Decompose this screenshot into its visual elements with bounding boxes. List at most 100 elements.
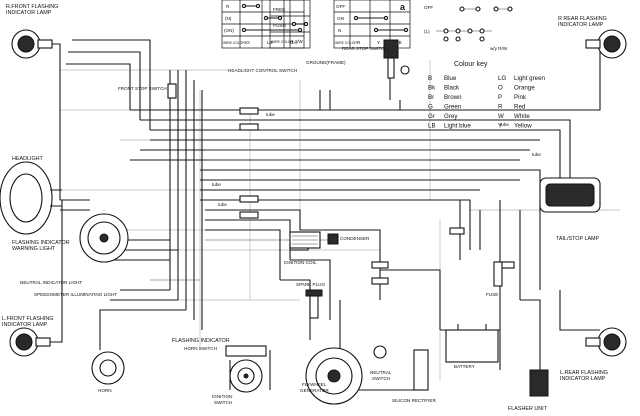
tube-label-5: tube [532, 152, 541, 157]
label-lf-flash-1: L.FRONT FLASHING [2, 316, 53, 322]
label-flashing-indicator: FLASHING INDICATOR [172, 338, 230, 344]
flywheel-generator: FLYWHEEL GENERATOR [300, 347, 363, 405]
colour-key-name: Orange [514, 85, 535, 92]
label-ignition-coil: IGNITION COIL [284, 260, 317, 265]
rear-stop-switch: REAR STOP SWITCH GROUND(FRAME) [306, 39, 410, 79]
rf-flash-lamp: R.FRONT FLASHING INDICATOR LAMP [6, 4, 58, 59]
label-ignition-switch-2: SWITCH [214, 400, 232, 405]
label-lf-flash-2: INDICATOR LAMP [2, 322, 48, 328]
colour-key-name: Light green [514, 75, 546, 82]
colour-key-name: Red [514, 104, 526, 111]
label-lr-flash-1: L.REAR FLASHING [560, 370, 608, 376]
colour-key-name: White [514, 113, 530, 120]
lf-flash-lamp: L.FRONT FLASHING INDICATOR LAMP [2, 316, 53, 357]
label-rf-flash-2: INDICATOR LAMP [6, 10, 52, 16]
sw3-col-0: R [357, 40, 361, 45]
lr-flash-lamp: L.REAR FLASHING INDICATOR LAMP [560, 327, 627, 382]
tube-label-1: tube [266, 112, 275, 117]
sw2-col: Lg/W [292, 39, 303, 44]
colour-key-code: R [498, 104, 503, 111]
label-flywheel-2: GENERATOR [300, 388, 329, 393]
battery: BATTERY [445, 324, 499, 369]
colour-key-name: Pink [514, 94, 527, 101]
colour-key-code: LB [428, 123, 436, 130]
sw3-col-1: Y [377, 40, 380, 45]
label-flash-warning-1: FLASHING INDICATOR [12, 240, 70, 246]
tube-label-4: tube [500, 122, 509, 127]
fuse: FUSE [486, 261, 503, 297]
colour-key-code: B [428, 75, 432, 82]
switch-table-lighting: OFF ON N WIRE COLOR R Y GB a [333, 0, 411, 49]
label-horn-switch: HORN SWITCH [184, 346, 217, 351]
colour-key-code: W [498, 113, 504, 120]
label-ignition-switch-1: IGNITION [212, 394, 232, 399]
ignition-switch: IGNITION SWITCH [212, 359, 263, 405]
sw3-wire-color: WIRE COLOR [335, 41, 357, 45]
colour-key-name: Green [444, 104, 462, 111]
switch-state-legend: OFF (1) w/y R/W [424, 5, 513, 51]
label-ground-frame: GROUND(FRAME) [306, 60, 346, 65]
ignition-coil: CONDENSER IGNITION COIL [284, 231, 370, 265]
sw2-row-1: PUSH [273, 23, 286, 28]
colour-key-name: Brown [444, 94, 462, 101]
flashing-indicator-switch: FLASHING INDICATOR HORN SWITCH [172, 338, 267, 357]
label-flash-warning-2: WARNING LIGHT [12, 246, 56, 252]
colour-key-code: Bk [428, 85, 436, 92]
sw1-col-0: IG [245, 40, 250, 45]
label-front-stop-switch: FRONT STOP SWITCH [118, 86, 167, 91]
label-rear-stop-switch: REAR STOP SWITCH [342, 46, 388, 51]
label-fuse: FUSE [486, 292, 498, 297]
label-rr-flash-1: R REAR FLASHING [558, 16, 607, 22]
sw3-row-2: N [338, 28, 341, 33]
label-neutral-indicator: NEUTRAL INDICATOR LIGHT [20, 280, 82, 285]
silicon-rectifier: SILICON RECTIFIER [392, 349, 437, 403]
tube-label-2: tube [212, 182, 221, 187]
label-condenser: CONDENSER [340, 236, 370, 241]
neutral-switch: NEUTRAL SWITCH [370, 345, 392, 381]
sw2-wire-color: WIRE COLOR [271, 40, 293, 44]
switch-table-horn: FREE PUSH WIRE COLOR Lg/W [269, 0, 311, 49]
horn: HORN [91, 351, 125, 393]
connector-blocks [239, 107, 515, 285]
legend-state-off: OFF [424, 5, 433, 10]
label-neutral-switch-1: NEUTRAL [370, 370, 392, 375]
rr-flash-lamp: R REAR FLASHING INDICATOR LAMP [558, 16, 627, 59]
wire-label-wy-rw: w/y R/W [490, 46, 508, 51]
colour-key-code: O [498, 85, 503, 92]
flasher-unit: FLASHER UNIT [508, 369, 549, 412]
label-spark-plug: SPARK PLUG [296, 282, 325, 287]
headlight: HEADLIGHT [0, 156, 62, 235]
colour-key-name: Yellow [514, 123, 532, 130]
tail-stop-lamp: TAIL/STOP LAMP [539, 177, 601, 242]
label-battery: BATTERY [454, 364, 475, 369]
sw1-row-3: WIRE COLOR [223, 41, 245, 45]
sw3-row-0: OFF [336, 4, 345, 9]
legend-state-1: (1) [424, 29, 430, 34]
spark-plug: SPARK PLUG [296, 282, 325, 319]
label-flywheel-1: FLYWHEEL [302, 382, 327, 387]
tube-label-3: tube [218, 202, 227, 207]
colour-key-name: Black [444, 85, 460, 92]
label-silicon-rectifier: SILICON RECTIFIER [392, 398, 437, 403]
front-stop-switch: FRONT STOP SWITCH HEADLIGHT CONTROL SWIT… [118, 68, 297, 99]
sw1-row-2: (ON) [224, 28, 234, 33]
label-rr-flash-2: INDICATOR LAMP [558, 22, 604, 28]
label-lr-flash-2: INDICATOR LAMP [560, 376, 606, 382]
colour-key-code: G [428, 104, 433, 111]
sw3-letter: a [400, 2, 406, 12]
sw1-row-0: R [226, 4, 230, 9]
colour-key-name: Light blue [444, 123, 471, 130]
colour-key-name: Grey [444, 113, 458, 120]
label-tail-stop-lamp: TAIL/STOP LAMP [556, 236, 600, 242]
sw1-col-2: G [290, 40, 294, 45]
label-horn: HORN [98, 388, 112, 393]
wire-harness [38, 39, 601, 392]
speedometer: FLASHING INDICATOR WARNING LIGHT NEUTRAL… [12, 213, 129, 297]
sw1-row-1: (N) [225, 16, 232, 21]
colour-key-code: LG [498, 75, 506, 82]
label-headlight-control-switch: HEADLIGHT CONTROL SWITCH [228, 68, 297, 73]
sw2-row-0: FREE [273, 7, 285, 12]
